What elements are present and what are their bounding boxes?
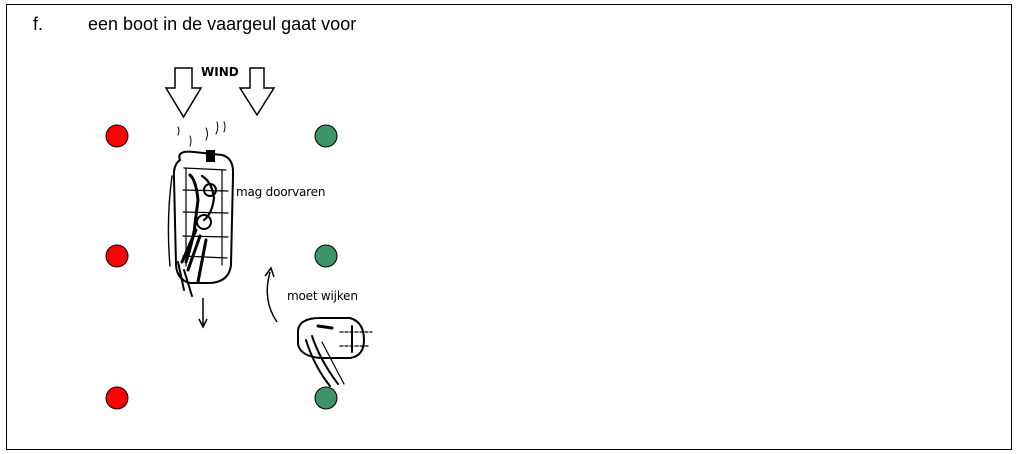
arrow-down-icon: [198, 298, 208, 329]
must-yield-label: moet wijken: [287, 289, 358, 303]
wind-arrow-right-icon: [238, 67, 276, 117]
red-buoy: [105, 386, 129, 410]
green-buoy: [314, 124, 338, 148]
item-text: een boot in de vaargeul gaat voor: [88, 14, 357, 34]
boat-crossing-icon: [297, 317, 373, 387]
curved-arrow-up-icon: [264, 266, 278, 323]
item-letter: f.: [33, 14, 44, 34]
wind-arrow-left-icon: [164, 67, 203, 119]
green-buoy: [314, 386, 338, 410]
green-buoy: [314, 244, 338, 268]
question-frame: [6, 4, 1012, 450]
wind-label: WIND: [201, 65, 239, 79]
boat-in-channel-icon: [167, 121, 235, 297]
may-continue-label: mag doorvaren: [236, 185, 326, 199]
red-buoy: [105, 124, 129, 148]
red-buoy: [105, 244, 129, 268]
